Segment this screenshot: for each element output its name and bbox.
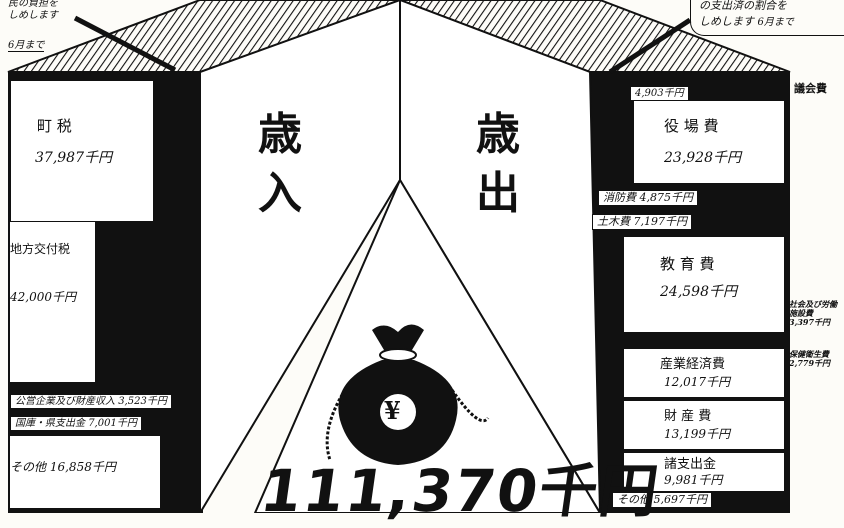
- top-left-note: 民の負担を しめします: [8, 0, 58, 21]
- right-pointer: [608, 17, 692, 75]
- expenditure-item-office: 役 場 費 23,928千円: [633, 100, 785, 184]
- top-left-period: 6月まで: [8, 36, 45, 52]
- left-pointer: [73, 15, 177, 73]
- expenditure-item-civil: 土木費 7,197千円: [592, 214, 692, 231]
- expenditure-item-education: 教 育 費 24,598千円: [623, 236, 785, 333]
- revenue-heading: 歳入: [258, 109, 302, 220]
- expenditure-item-misc: 諸支出金 9,981千円: [623, 452, 785, 492]
- bottom-triangle: [253, 177, 602, 513]
- expenditure-item-other: その他 5,697千円: [612, 492, 712, 509]
- revenue-item-town-tax: 町 税 37,987千円: [10, 80, 154, 222]
- money-bag-icon: [325, 324, 490, 465]
- expenditure-item-health: 保健衛生費 2,779千円: [789, 349, 831, 369]
- revenue-item-enterprise: 公営企業及び財産収入 3,523千円: [10, 394, 172, 409]
- revenue-item-other: その他 16,858千円: [10, 436, 160, 508]
- expenditure-amount-assembly: 4,903千円: [630, 86, 689, 101]
- expenditure-item-industry: 産業経済費 12,017千円: [623, 348, 785, 398]
- expenditure-heading: 歳出: [476, 109, 520, 220]
- total-amount: 111,370千円: [256, 457, 665, 525]
- yen-symbol: ¥: [384, 396, 401, 425]
- expenditure-label-assembly: 議会費: [794, 82, 827, 95]
- expenditure-item-social: 社会及び労働施設費 3,397千円: [789, 299, 837, 328]
- revenue-item-local-grant: 地方交付税 42,000千円: [10, 222, 95, 382]
- right-page: [399, 0, 602, 513]
- top-right-note: の支出済の割合を しめします 6月まで: [690, 0, 844, 36]
- revenue-item-subsidies: 国庫・県支出金 7,001千円: [10, 416, 142, 431]
- expenditure-item-property: 財 産 費 13,199千円: [623, 400, 785, 450]
- expenditure-item-fire: 消防費 4,875千円: [598, 190, 698, 207]
